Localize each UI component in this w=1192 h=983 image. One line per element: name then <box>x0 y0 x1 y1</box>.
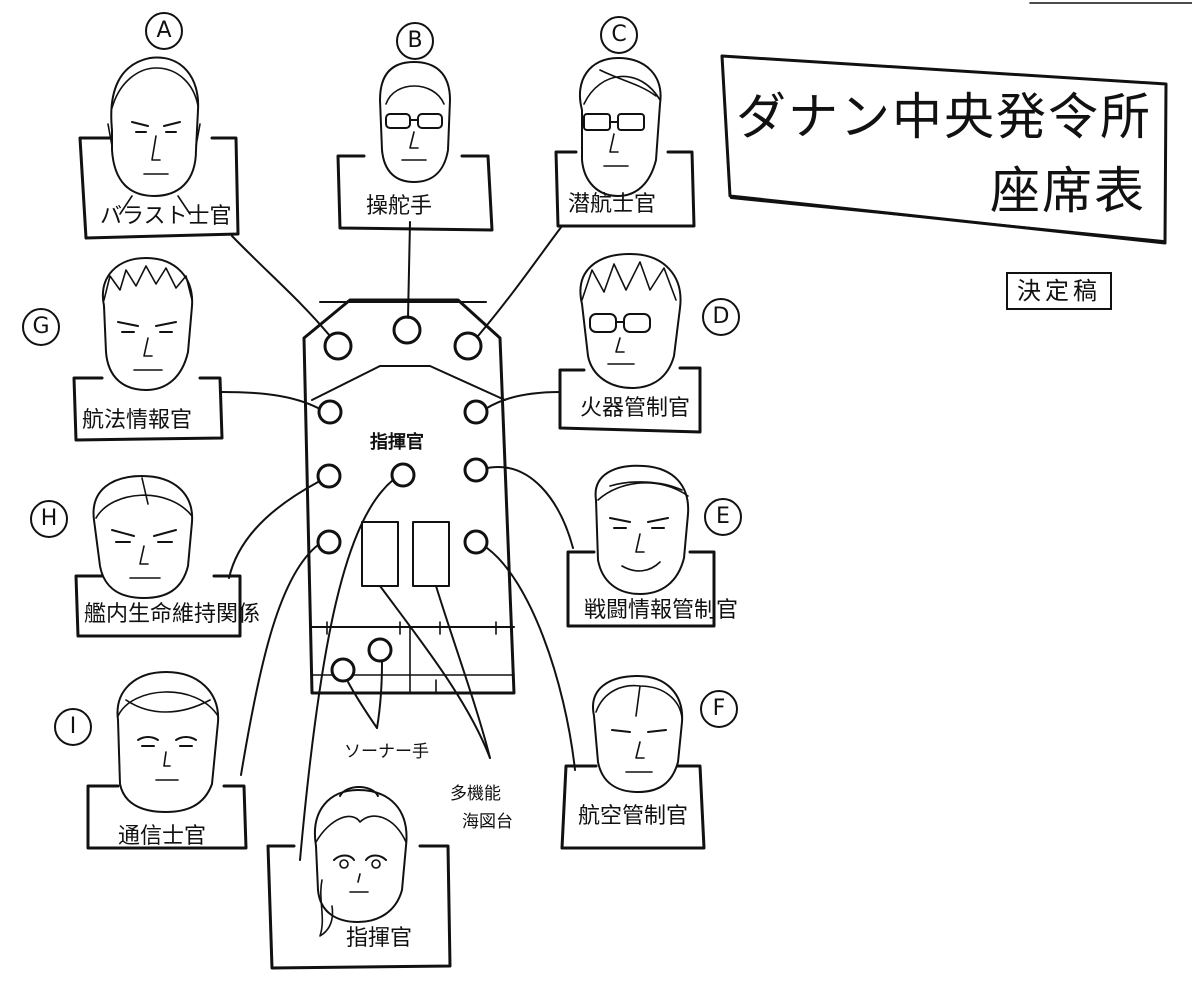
commander-seat-label: 指揮官 <box>370 432 424 453</box>
role-label-b: 操舵手 <box>366 194 433 219</box>
role-label-c: 潜航士官 <box>568 192 657 217</box>
position-letter-i: I <box>54 708 92 746</box>
position-letter-g: G <box>22 308 60 346</box>
title-frame <box>720 54 1168 245</box>
portrait-c <box>578 57 662 197</box>
portrait-d <box>579 253 682 389</box>
position-letter-f: F <box>700 690 738 728</box>
position-letter-h: H <box>30 500 68 538</box>
role-label-commander: 指揮官 <box>346 926 413 951</box>
portrait-a <box>107 56 201 215</box>
seat-b <box>392 315 422 345</box>
seat-h <box>316 463 342 489</box>
chart-subtitle: 座席表 <box>990 162 1146 220</box>
control-room-floor-plan <box>302 298 516 695</box>
seat-sonar-1 <box>330 657 356 683</box>
portrait-f <box>592 675 684 793</box>
portrait-frames <box>72 136 716 970</box>
role-label-e: 戦闘情報管制官 <box>584 598 739 623</box>
position-letter-b: B <box>396 22 434 60</box>
role-label-a: バラスト士官 <box>100 204 232 229</box>
seat-c <box>453 331 483 361</box>
chart-table-label-line2: 海図台 <box>462 812 513 832</box>
portrait-e <box>594 464 690 595</box>
seat-g <box>317 399 343 425</box>
chart-title: ダナン中央発令所 <box>736 88 1152 146</box>
position-letter-a: A <box>145 12 183 50</box>
portrait-g <box>101 257 194 391</box>
seat-a <box>323 331 353 361</box>
seat-commander <box>390 462 416 488</box>
position-letter-e: E <box>704 498 742 536</box>
final-draft-stamp: 決定稿 <box>1006 272 1112 310</box>
role-label-h: 艦内生命維持関係 <box>84 602 261 627</box>
seats <box>316 315 489 683</box>
seat-sonar-2 <box>367 637 393 663</box>
sonar-operator-label: ソーナー手 <box>344 742 429 762</box>
character-portrait-icon <box>92 56 690 937</box>
position-letter-c: C <box>600 16 638 54</box>
seat-i <box>316 529 342 555</box>
portrait-commander <box>313 786 408 937</box>
portrait-i <box>116 671 220 813</box>
chart-table-label-line1: 多機能 <box>450 784 501 804</box>
role-label-i: 通信士官 <box>118 824 207 849</box>
portrait-h <box>92 475 194 599</box>
role-label-g: 航法情報官 <box>82 408 193 433</box>
leader-lines <box>221 221 576 861</box>
seat-d <box>463 399 489 425</box>
role-label-d: 火器管制官 <box>580 396 691 421</box>
position-letter-d: D <box>702 298 740 336</box>
role-label-f: 航空管制官 <box>578 804 689 829</box>
seat-e <box>463 457 489 483</box>
portrait-b <box>379 61 451 183</box>
seat-f <box>463 529 489 555</box>
